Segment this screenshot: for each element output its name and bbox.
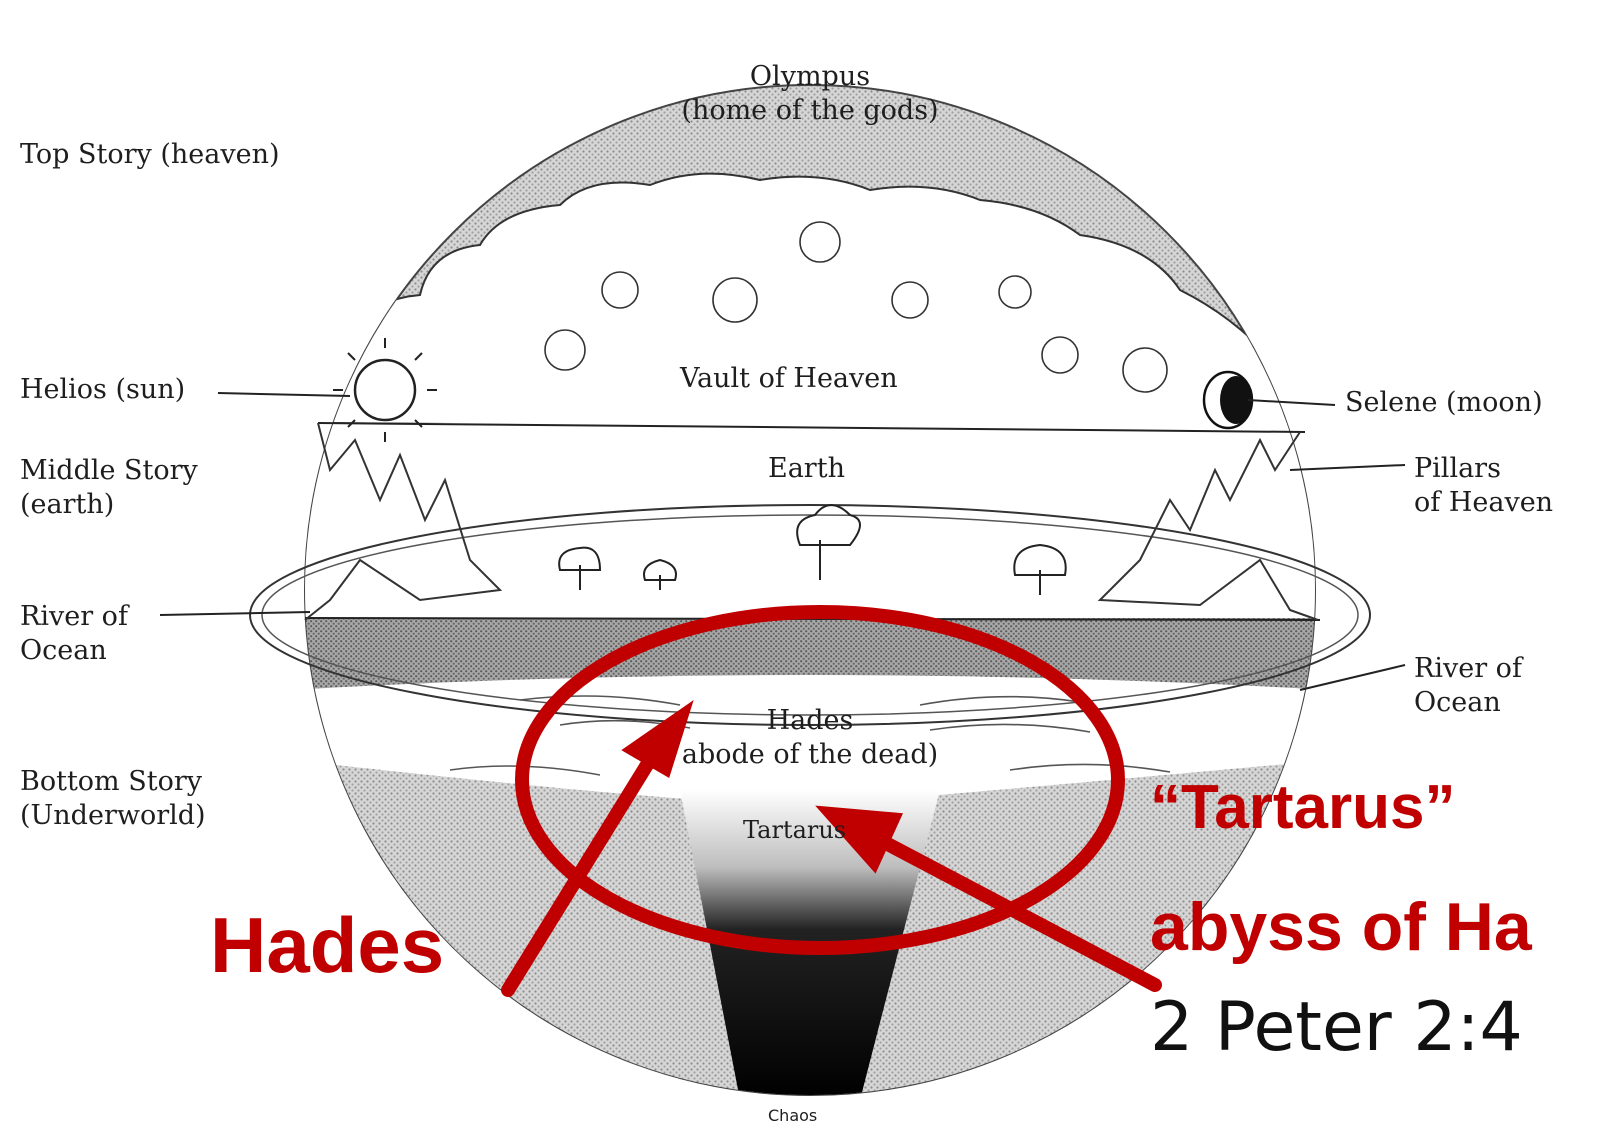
tartarus-annotation: “Tartarus” (1150, 772, 1456, 843)
abyss-annotation: abyss of Ha (1150, 888, 1532, 966)
helios-label: Helios (sun) (20, 373, 185, 407)
selene-label: Selene (moon) (1345, 386, 1543, 420)
moon-icon (1204, 372, 1252, 428)
middle-story-label: Middle Story(earth) (20, 454, 198, 522)
chaos-label: Chaos (768, 1106, 817, 1126)
earth-label: Earth (768, 452, 845, 486)
scripture-reference: 2 Peter 2:4 (1150, 988, 1523, 1067)
bottom-story-label: Bottom Story(Underworld) (20, 765, 206, 833)
hades-annotation: Hades (210, 900, 444, 991)
vault-of-heaven-label: Vault of Heaven (680, 362, 898, 396)
tartarus-diagram-label: Tartarus (743, 813, 846, 847)
top-story-label: Top Story (heaven) (20, 138, 280, 172)
olympus-label: Olympus(home of the gods) (630, 60, 990, 128)
